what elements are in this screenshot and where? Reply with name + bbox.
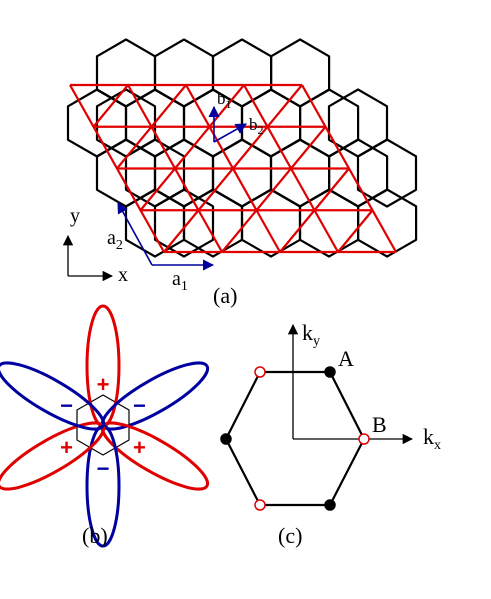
triangular-lattice-line [116, 84, 187, 170]
y-axis-label: y [70, 205, 80, 227]
orbital-lobe [0, 361, 106, 431]
orbital-lobe [0, 421, 106, 491]
a2-label: a2 [107, 227, 123, 253]
panel-a-label: (a) [213, 283, 237, 308]
triangular-lattice-line [337, 209, 374, 253]
orbital-lobes: +−+−+− [0, 304, 210, 548]
lobe-sign: − [133, 393, 146, 418]
a1-label: a1 [172, 268, 188, 294]
triangular-lattice [69, 83, 397, 254]
point-b-label: B [372, 412, 387, 437]
open-k-point [358, 433, 370, 445]
honeycomb-hexagon [153, 188, 215, 258]
open-k-point [254, 499, 266, 511]
b1-label: b1 [217, 89, 232, 111]
honeycomb-hexagon [327, 88, 389, 158]
panel-c: A B ky kx (c) [220, 320, 441, 548]
ky-axis-label: ky [302, 320, 320, 349]
brillouin-zone-points [220, 366, 370, 511]
filled-k-point [220, 433, 232, 445]
x-axis-label: x [118, 264, 128, 286]
honeycomb-hexagon [270, 38, 331, 108]
point-a-label: A [338, 346, 354, 371]
triangular-lattice-line [279, 167, 350, 253]
panel-c-label: (c) [278, 523, 302, 548]
lobe-sign: + [60, 435, 73, 460]
honeycomb-hexagon [95, 38, 157, 108]
lobe-sign: − [60, 393, 73, 418]
triangular-lattice-line [163, 84, 303, 253]
filled-k-point [324, 499, 336, 511]
honeycomb-lattice [66, 38, 418, 258]
open-k-point [254, 366, 266, 378]
orbital-lobe [100, 421, 210, 491]
panel-b: +−+−+− (b) [0, 304, 210, 548]
a2-vector-arrow [117, 202, 153, 266]
triangular-lattice-line [139, 84, 245, 211]
filled-k-point [324, 366, 336, 378]
lobe-sign: − [97, 456, 110, 481]
honeycomb-hexagon [153, 38, 215, 108]
triangular-lattice-line [92, 84, 129, 128]
b2-label: b2 [249, 115, 264, 137]
triangular-lattice-line [221, 126, 327, 253]
lobe-sign: + [97, 372, 110, 397]
panel-b-hexagon [76, 394, 130, 456]
honeycomb-hexagon [357, 188, 418, 258]
orbital-lobe [100, 361, 210, 431]
panel-b-label: (b) [82, 523, 108, 548]
lobe-sign: + [133, 435, 146, 460]
kx-axis-label: kx [423, 424, 441, 453]
panel-a: b1 b2 a2 a1 y x (a) [62, 38, 418, 308]
b2-vector-arrow [213, 123, 247, 143]
orbital-lobe [85, 304, 121, 428]
